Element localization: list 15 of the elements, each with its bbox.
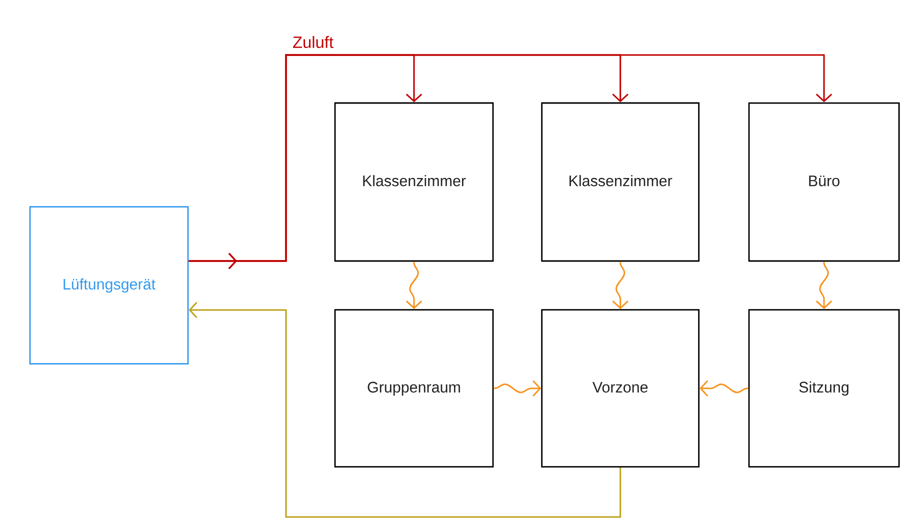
arrow [406, 262, 422, 310]
arrow [188, 302, 622, 518]
room-box: Klassenzimmer [541, 102, 700, 262]
arrow [700, 380, 748, 396]
room-box: Gruppenraum [334, 309, 494, 468]
room-box: Sitzung [748, 309, 900, 468]
room-box: Klassenzimmer [334, 102, 494, 262]
arrow [188, 54, 832, 270]
room-box: Vorzone [541, 309, 700, 468]
room-box: Büro [748, 102, 900, 262]
arrow [816, 262, 832, 310]
room-box: Lüftungsgerät [29, 206, 189, 365]
edge-label: Zuluft [293, 36, 334, 48]
arrow [494, 380, 542, 396]
arrow [612, 262, 628, 310]
